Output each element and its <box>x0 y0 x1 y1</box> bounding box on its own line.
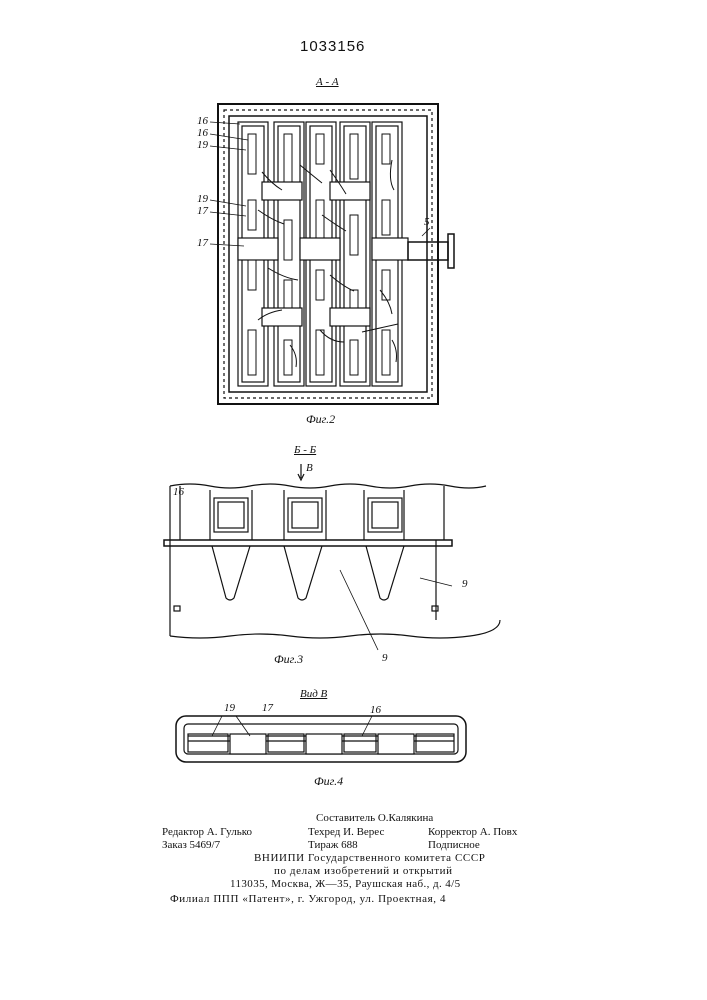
imprint-corrector: Корректор А. Повх <box>428 826 517 838</box>
imprint-circulation: Тираж 688 <box>308 839 358 851</box>
fig4-callout-16: 16 <box>370 704 381 716</box>
imprint-branch: Филиал ППП «Патент», г. Ужгород, ул. Про… <box>170 893 446 905</box>
fig4-callout-17: 17 <box>262 702 273 714</box>
imprint-compiler: Составитель О.Калякина <box>316 812 433 824</box>
imprint-editor: Редактор А. Гулько <box>162 826 252 838</box>
imprint-org-line1: ВНИИПИ Государственного комитета СССР <box>254 852 485 864</box>
imprint-org-line3: 113035, Москва, Ж—35, Раушская наб., д. … <box>230 878 461 890</box>
imprint-tech-editor: Техред И. Верес <box>308 826 384 838</box>
fig4-caption: Фиг.4 <box>314 774 343 789</box>
imprint-subscription: Подписное <box>428 839 480 851</box>
imprint-org-line2: по делам изобретений и открытий <box>274 865 453 877</box>
imprint-order: Заказ 5469/7 <box>162 839 220 851</box>
fig4-callout-19: 19 <box>224 702 235 714</box>
